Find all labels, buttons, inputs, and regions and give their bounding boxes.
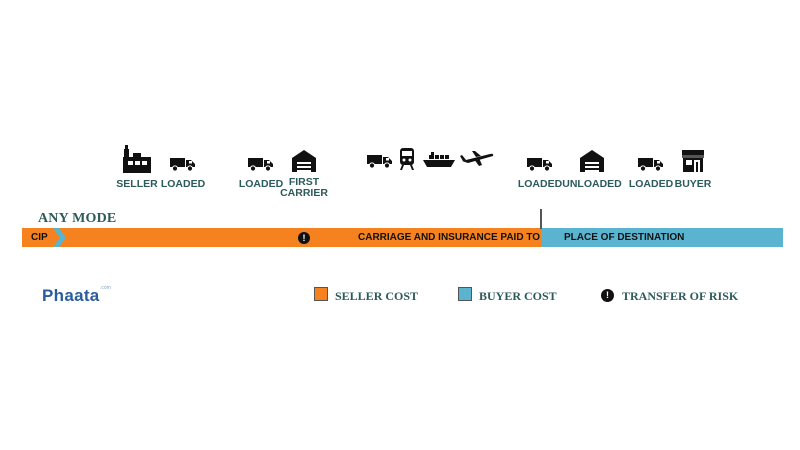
phaata-logo: Phaata bbox=[42, 286, 100, 305]
step-label-buyer: BUYER bbox=[674, 178, 712, 190]
legend-buyer-cost: BUYER COST bbox=[479, 289, 557, 303]
truck-icon bbox=[638, 156, 664, 172]
buyer-cost-bar bbox=[541, 228, 783, 247]
ship-icon bbox=[423, 152, 455, 168]
chevron-icon bbox=[53, 228, 69, 252]
buyer-cost-swatch bbox=[458, 287, 472, 301]
step-label-unloaded: UNLOADED bbox=[562, 178, 622, 190]
step-label-first-carrier: FIRST CARRIER bbox=[278, 177, 330, 199]
mode-title: ANY MODE bbox=[38, 211, 117, 226]
buyer-segment-label: PLACE OF DESTINATION bbox=[564, 232, 685, 243]
step-label-loaded: LOADED bbox=[160, 178, 206, 190]
seller-cost-swatch bbox=[314, 287, 328, 301]
factory-icon bbox=[121, 145, 153, 173]
step-label-loaded: LOADED bbox=[517, 178, 563, 190]
airplane-icon bbox=[460, 150, 494, 166]
train-icon bbox=[399, 148, 415, 170]
warehouse-icon bbox=[292, 150, 316, 172]
warehouse-icon bbox=[580, 150, 604, 172]
truck-icon bbox=[367, 153, 393, 169]
step-label-seller: SELLER bbox=[116, 178, 158, 190]
step-label-line: FIRST bbox=[288, 176, 320, 188]
transfer-of-risk-icon: ! bbox=[298, 232, 310, 244]
legend-seller-cost: SELLER COST bbox=[335, 289, 419, 303]
seller-cost-bar bbox=[22, 228, 541, 247]
phaata-logo-suffix: .com bbox=[100, 285, 111, 291]
legend-transfer-of-risk: TRANSFER OF RISK bbox=[622, 289, 739, 303]
step-label-loaded: LOADED bbox=[238, 178, 284, 190]
truck-icon bbox=[170, 156, 196, 172]
step-label-line: CARRIER bbox=[280, 187, 328, 199]
legend-risk-icon: ! bbox=[601, 289, 614, 302]
seller-segment-label: CARRIAGE AND INSURANCE PAID TO bbox=[358, 232, 541, 243]
truck-icon bbox=[248, 156, 274, 172]
step-label-loaded: LOADED bbox=[628, 178, 674, 190]
truck-icon bbox=[527, 156, 553, 172]
risk-transfer-divider bbox=[540, 209, 542, 229]
incoterm-code: CIP bbox=[31, 232, 48, 243]
store-icon bbox=[681, 150, 705, 172]
